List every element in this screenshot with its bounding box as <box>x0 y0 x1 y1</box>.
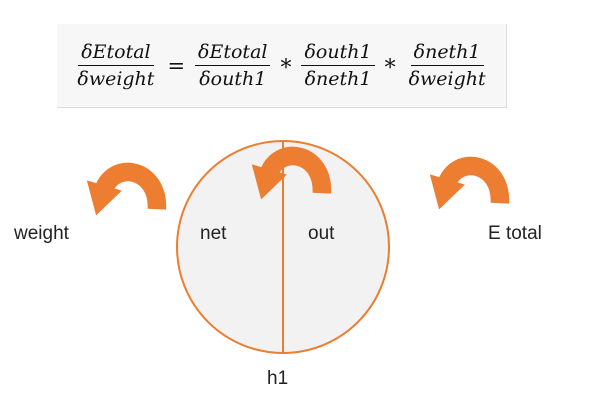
label-net: net <box>200 223 227 244</box>
label-out: out <box>308 223 335 244</box>
term-2-numerator: δouth1 <box>301 41 375 66</box>
lhs-numerator: δEtotal <box>78 41 154 66</box>
term-1-denominator: δouth1 <box>199 68 267 90</box>
term-3-fraction: δneth1 δweight <box>406 41 489 90</box>
gradient-formula: δEtotal δweight = δEtotal δouth1 * δouth… <box>57 24 507 108</box>
lhs-fraction: δEtotal δweight <box>74 41 157 90</box>
term-1-numerator: δEtotal <box>195 41 271 66</box>
term-3-numerator: δneth1 <box>410 41 484 66</box>
curved-arrow-left-icon <box>430 166 500 209</box>
equals-sign: = <box>167 53 186 78</box>
term-3-denominator: δweight <box>408 68 486 90</box>
label-weight: weight <box>14 223 69 244</box>
term-1-fraction: δEtotal δouth1 <box>195 41 271 90</box>
term-2-fraction: δouth1 δneth1 <box>301 41 375 90</box>
curved-arrow-left-icon <box>87 172 157 215</box>
term-2-denominator: δneth1 <box>304 68 372 90</box>
lhs-denominator: δweight <box>77 68 155 90</box>
multiply-operator-1: * <box>280 56 292 81</box>
label-e-total: E total <box>488 223 542 244</box>
label-node-h1: h1 <box>267 368 289 389</box>
multiply-operator-2: * <box>384 56 396 81</box>
